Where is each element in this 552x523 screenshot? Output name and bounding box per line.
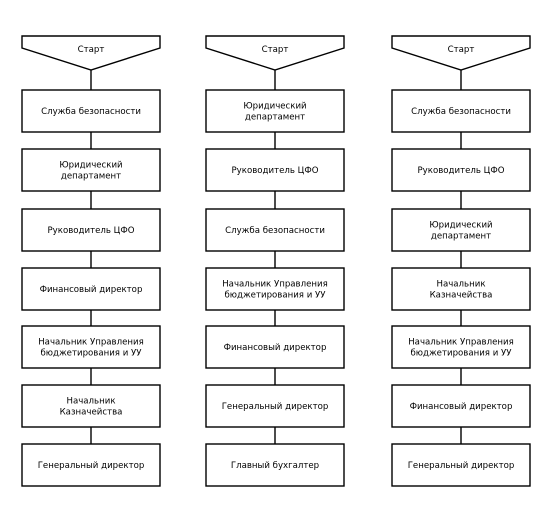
- step-box: [21, 267, 161, 311]
- step-box: [391, 325, 531, 369]
- step-label: Генеральный директор: [38, 461, 145, 471]
- step-box: [21, 443, 161, 487]
- step-box: [391, 384, 531, 428]
- step-label: Руководитель ЦФО: [232, 166, 319, 176]
- step-box: [205, 325, 345, 369]
- step-box: [21, 325, 161, 369]
- step-label: Генеральный директор: [408, 461, 515, 471]
- step-label: Финансовый директор: [224, 343, 327, 353]
- step-label: Финансовый директор: [40, 285, 143, 295]
- start-label: Старт: [78, 45, 105, 55]
- step-box: [391, 89, 531, 133]
- step-label: Служба безопасности: [411, 107, 511, 117]
- step-box: [205, 384, 345, 428]
- step-box: [391, 208, 531, 252]
- step-label: Служба безопасности: [41, 107, 141, 117]
- step-box: [391, 443, 531, 487]
- step-label: Руководитель ЦФО: [48, 226, 135, 236]
- step-label: Генеральный директор: [222, 402, 329, 412]
- step-box: [21, 208, 161, 252]
- step-box: [391, 148, 531, 192]
- start-label: Старт: [448, 45, 475, 55]
- step-box: [21, 89, 161, 133]
- step-box: [205, 267, 345, 311]
- step-box: [205, 148, 345, 192]
- start-shape: [21, 35, 161, 71]
- step-box: [205, 89, 345, 133]
- step-box: [205, 208, 345, 252]
- step-box: [391, 267, 531, 311]
- step-label: Главный бухгалтер: [231, 461, 319, 471]
- step-box: [205, 443, 345, 487]
- step-box: [21, 384, 161, 428]
- step-label: Служба безопасности: [225, 226, 325, 236]
- step-label: Финансовый директор: [410, 402, 513, 412]
- start-shape: [205, 35, 345, 71]
- start-label: Старт: [262, 45, 289, 55]
- step-label: Руководитель ЦФО: [418, 166, 505, 176]
- start-shape: [391, 35, 531, 71]
